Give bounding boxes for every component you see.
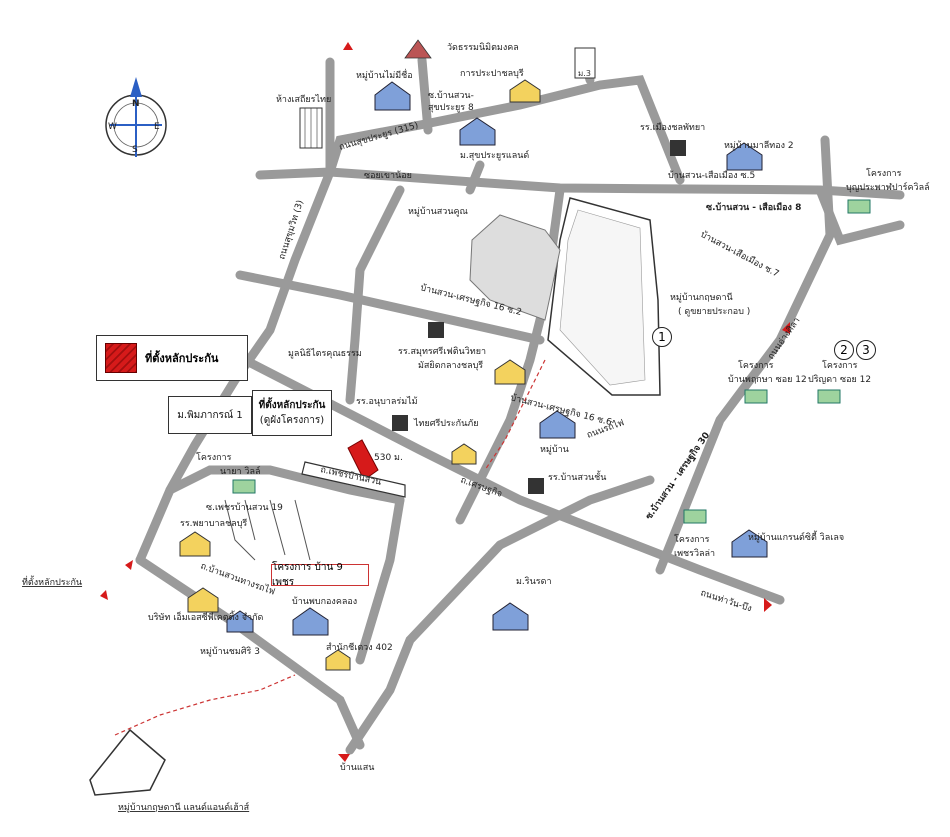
- label-saman: สำนักชีเตวง 402: [326, 642, 393, 653]
- marker-3: 3: [856, 340, 876, 360]
- label-thaisri: ไทยศรีประกันภัย: [413, 418, 478, 429]
- tower-icon: [299, 107, 323, 149]
- label-soi-banswan-8b: สุขประยูร 8: [428, 103, 474, 113]
- label-grand-1: หมู่บ้านแกรนด์ซิตี้ วิลเลจ: [748, 530, 844, 543]
- marker-2-label: 2: [840, 343, 848, 357]
- compass-w: W: [108, 122, 117, 132]
- road-labels: วัดธรรมนิมิตมงคล หมู่บ้านไม่มีชื่อ การปร…: [22, 42, 930, 813]
- label-naya-2: นายา วิลล์: [220, 465, 260, 477]
- marker-2: 2: [834, 340, 854, 360]
- label-mu-chomsri: หมู่บ้านชมศิริ 3: [200, 646, 260, 657]
- direction-arrows: [100, 42, 790, 762]
- route-highlight: [114, 359, 546, 736]
- compass-icon: N S E W: [105, 77, 167, 157]
- water-tower-icon: [574, 47, 596, 79]
- marker-1: 1: [652, 327, 672, 347]
- label-rr-banswan: รร.บ้านสวนชั้น: [548, 470, 606, 483]
- label-rr-muang: รร.เมืองชลพัทยา: [640, 122, 705, 133]
- label-banswan-5: บ้านสวน-เสือเมือง ซ.5: [668, 170, 755, 181]
- label-project-3-1: โครงการ: [822, 360, 858, 371]
- label-rr-samut: รร.สมุทรศรีเฟตินวิทยา: [398, 346, 486, 357]
- label-project-3-2: ปริญดา ซอย 12: [808, 374, 871, 385]
- box-phimphakon-label: ม.พิมภากรณ์ 1: [177, 409, 243, 421]
- label-soi-petch: ซ.เพชรบ้านสวน 19: [206, 502, 283, 513]
- label-tower: ห้างเสถียรไทย: [276, 94, 331, 105]
- label-mu3: ม.3: [578, 69, 591, 78]
- label-mu-mai: หมู่บ้านไม่มีชื่อ: [356, 68, 413, 81]
- label-mu-suankhun: หมู่บ้านสวนคูณ: [408, 206, 468, 217]
- compass-s: S: [132, 145, 138, 155]
- legend-swatch: [105, 343, 137, 373]
- suankhun-grid: [469, 214, 561, 321]
- box-site-line2: (ดูผังโครงการ): [259, 415, 325, 426]
- marker-1-label: 1: [658, 330, 666, 344]
- label-masjid: มัสยิดกลางชลบุรี: [418, 360, 483, 371]
- label-m-sukprayoon: ม.สุขประยูรแลนด์: [460, 149, 529, 161]
- label-mu-ban: หมู่บ้าน: [540, 444, 569, 455]
- project-icons: [232, 199, 871, 524]
- label-project-2-2: บ้านพฤกษา ซอย 12: [728, 374, 807, 385]
- label-bunprapa-2: บุญประพาฬปาร์ควิลล์: [846, 181, 930, 193]
- bottom-parcel: [89, 728, 166, 796]
- label-mrinda: ม.รินรดา: [516, 576, 552, 587]
- label-baanphoklang: บ้านพบกองคลอง: [292, 596, 357, 607]
- legend-label: ที่ตั้งหลักประกัน: [145, 352, 219, 365]
- label-munithi: มูลนิธิไตรคุณธรรม: [288, 348, 362, 359]
- label-rr-phaya: รร.พยาบาลชลบุรี: [180, 518, 247, 529]
- compass-n: N: [132, 99, 140, 109]
- label-mu-malee: หมู่บ้านมาลีทอง 2: [724, 140, 794, 151]
- box-site-line1: ที่ตั้งหลักประกัน: [258, 400, 326, 411]
- label-naya-1: โครงการ: [196, 452, 232, 463]
- label-company: บริษัท เอ็มเอสซีพีเคตติ้ง จำกัด: [148, 610, 264, 623]
- label-mu-krisda-2: ( ดูขยายประกอบ ): [678, 307, 750, 317]
- label-soi-banswan-8a: ซ.บ้านสวน-: [428, 90, 474, 101]
- label-bottom: หมู่บ้านกฤษดานี แลนด์แอนด์เฮ้าส์: [118, 801, 250, 813]
- krisda-project-block: [547, 197, 661, 396]
- label-road-banswan: ถ.บ้านสวนทางรถไฟ: [199, 560, 277, 597]
- compass-e: E: [154, 122, 160, 132]
- house-yellow-icons: [179, 79, 541, 671]
- label-petch-villa-1: โครงการ: [674, 534, 710, 545]
- legend: ที่ตั้งหลักประกัน: [96, 335, 248, 381]
- label-petch-villa-2: เพชรวิลล่า: [674, 548, 715, 559]
- label-kanprapa: การประปาชลบุรี: [460, 68, 524, 79]
- box-project: โครงการ บ้าน 9 เพชร: [271, 562, 369, 588]
- label-soi-530: 530 ม.: [374, 453, 403, 463]
- label-rr-anuban: รร.อนุบาลร่มไม้: [356, 396, 418, 407]
- label-dotted-site: ที่ตั้งหลักประกัน: [22, 575, 82, 588]
- label-project-2-1: โครงการ: [738, 360, 774, 371]
- box-phimphakon: ม.พิมภากรณ์ 1: [168, 396, 252, 434]
- site-parcel: [301, 439, 406, 498]
- temple-icon: [404, 39, 432, 59]
- label-sorkaew: ซอยเขาน้อย: [364, 170, 412, 181]
- box-site: ที่ตั้งหลักประกัน (ดูผังโครงการ): [252, 390, 332, 436]
- label-mu-krisda-1: หมู่บ้านกฤษดานี: [670, 292, 733, 303]
- label-soi-8: ซ.บ้านสวน - เสือเมือง 8: [706, 201, 801, 213]
- label-bunprapa-1: โครงการ: [866, 168, 902, 179]
- marker-3-label: 3: [862, 343, 870, 357]
- school-icons: [392, 140, 686, 494]
- label-soi-7: บ้านสวน-เสือเมือง ซ.7: [699, 229, 781, 280]
- house-blue-icons: [226, 81, 768, 636]
- label-to-chonburi: บ้านแสน: [340, 762, 374, 773]
- label-wat: วัดธรรมนิมิตมงคล: [447, 42, 519, 53]
- petch-lots: [224, 499, 311, 561]
- box-project-label: โครงการ บ้าน 9 เพชร: [272, 562, 343, 588]
